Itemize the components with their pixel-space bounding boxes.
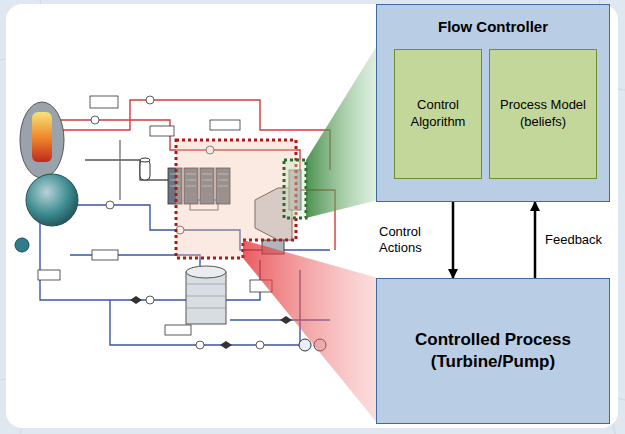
controller-box: Flow ControllerControl Algorithm Process …: [376, 4, 610, 202]
edge-label: Control Actions: [379, 224, 443, 256]
process-box: Controlled Process (Turbine/Pump): [376, 278, 610, 424]
component-box: Process Model (beliefs): [489, 49, 597, 179]
box-label: Controlled Process (Turbine/Pump): [383, 329, 603, 373]
flow-arrow: [452, 202, 455, 278]
box-heading: Flow Controller: [438, 17, 548, 37]
box-label: Control Algorithm: [401, 97, 475, 131]
flow-arrow: [534, 202, 537, 278]
edge-label: Feedback: [545, 232, 602, 248]
box-label: Process Model (beliefs): [496, 97, 590, 131]
component-box: Control Algorithm: [394, 49, 482, 179]
